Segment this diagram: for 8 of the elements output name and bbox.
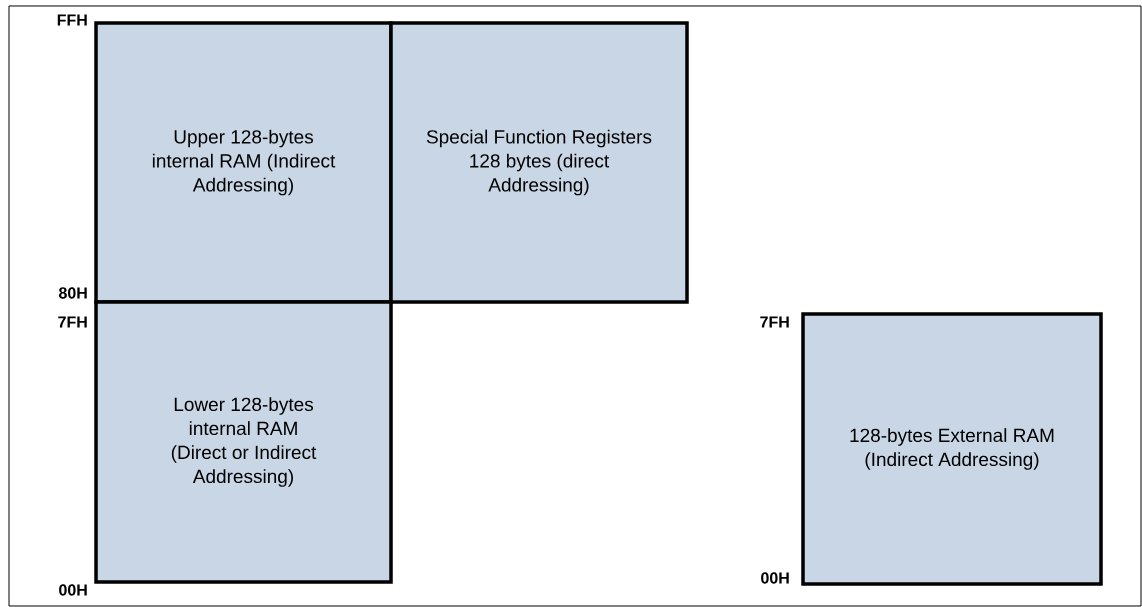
address-label: 7FH xyxy=(58,316,87,328)
memory-block: Lower 128-bytes internal RAM (Direct or Indirect Addressing) xyxy=(94,300,393,584)
memory-block: 128-bytes External RAM (Indirect Addressing) xyxy=(801,312,1103,586)
address-label: FFH xyxy=(57,14,87,26)
memory-block: Upper 128-bytes internal RAM (Indirect Addressing) xyxy=(94,21,393,304)
memory-block: Special Function Registers 128 bytes (direct Addressing) xyxy=(389,21,689,304)
address-label: 00H xyxy=(59,584,87,596)
address-label: 80H xyxy=(58,287,87,299)
